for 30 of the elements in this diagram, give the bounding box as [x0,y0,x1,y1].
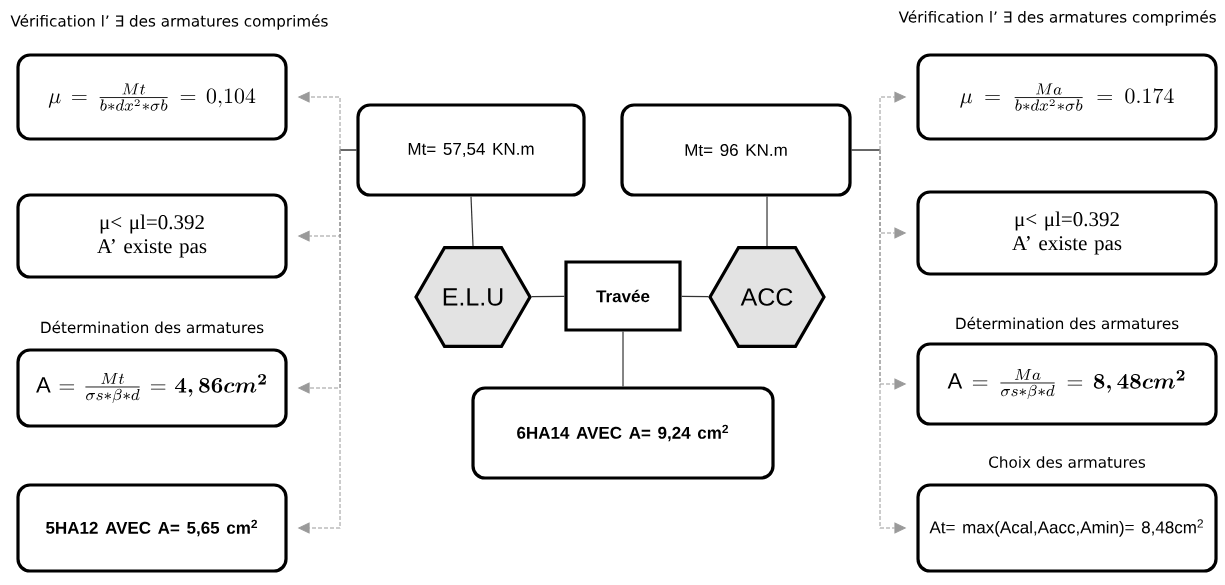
rounded-box: $\mu= \frac{Ma}{b*dx^{2}*\sigma b} = 0.174$ [916,53,1218,141]
connector-line [766,196,768,247]
rounded-box: $\mu= \frac{Mt}{b*dx^{2}*\sigma b} = 0{,}104$ [16,53,288,141]
rounded-box: $\mathrm{A}=\frac{Ma}{\sigma s*\beta*d} = \boldsymbol{8,48cm^{2}}$ [916,342,1218,426]
connector-line [339,149,357,151]
connector-line [531,295,565,298]
arrow [879,91,906,151]
rounded-box: 6HA14 AVEC A= 9,24 cm$^{2}$ [471,386,775,480]
connector-line [851,149,881,151]
rounded-box: 5HA12 AVEC A= 5,65 cm$^{2}$ [16,483,288,573]
process-box: Travée [564,260,682,332]
section-heading: Détermination des armatures [956,316,1179,330]
hexagon: ACC [708,246,826,348]
rounded-box: Mt= 96 KN.m [620,103,852,197]
section-heading: Détermination des armatures [41,320,264,334]
rounded-box: μ< μl=0.392 A’ existe pas [916,190,1218,276]
rounded-box: $\mathrm{A}=\frac{Mt}{\sigma s*\beta*d} = \boldsymbol{4,86cm^{2}}$ [16,348,288,428]
arrow [879,149,906,534]
arrow [298,91,341,151]
connector-line [470,196,474,247]
rounded-box: Mt= 57,54 KN.m [356,103,586,197]
arrow [298,149,341,534]
section-heading: Vérification l’ ∃ des armatures comprimés [10,14,328,30]
connector-line [681,295,709,298]
section-heading: Vérification l’ ∃ des armatures comprimés [898,10,1216,26]
hexagon: E.L.U [414,246,532,348]
connector-line [622,331,624,387]
section-heading: Choix des armatures [989,456,1146,468]
rounded-box: At= max(Acal,Aacc,Amin)= 8,48cm$^{2}$ [916,483,1218,573]
rounded-box: μ< μl=0.392 A’ existe pas [16,193,288,279]
